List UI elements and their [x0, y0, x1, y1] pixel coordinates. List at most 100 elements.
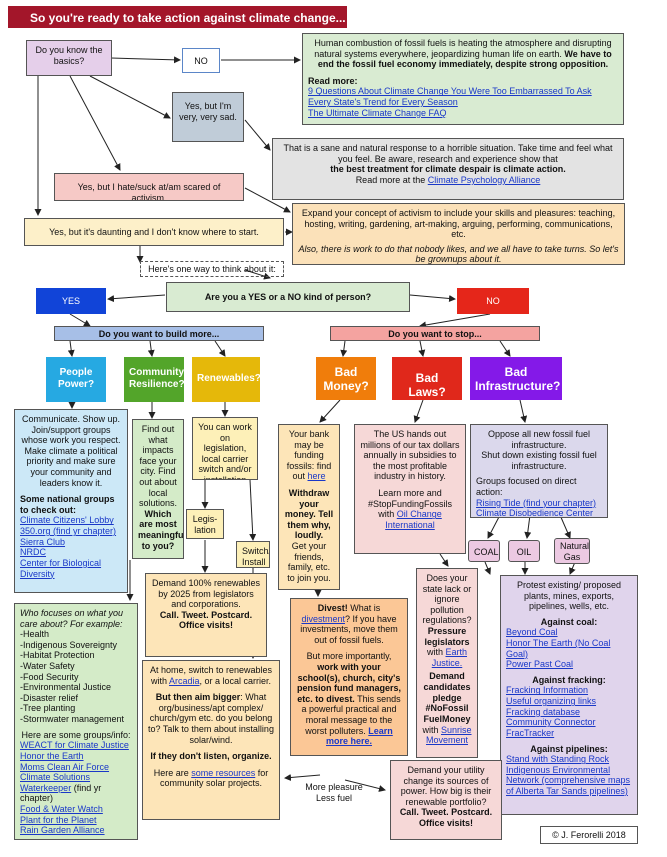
- link-honor-earth-no-coal[interactable]: Honor The Earth (No Coal Goal): [506, 638, 611, 659]
- basics-info-urgent: We have to end the fossil fuel economy i…: [317, 48, 612, 70]
- link-food-water-watch[interactable]: Food & Water Watch: [20, 803, 103, 814]
- divest-text-b: ? If you have investments, move them out…: [300, 613, 398, 645]
- demand-100-text: Demand 100% renewables by 2025 from legi…: [151, 578, 261, 610]
- link-climate-citizens-lobby[interactable]: Climate Citizens' Lobby: [20, 515, 114, 526]
- link-climate-solutions[interactable]: Climate Solutions: [20, 772, 91, 783]
- expand-info-italic: Also, there is work to do that nobody li…: [298, 243, 619, 265]
- at-home-box: At home, switch to renewables with Arcad…: [142, 660, 280, 820]
- find-out-question: Which are most meaningful to you?: [138, 508, 184, 551]
- link-plant-for-planet[interactable]: Plant for the Planet: [20, 814, 97, 825]
- link-standing-rock[interactable]: Stand with Standing Rock: [506, 754, 610, 765]
- edge-basics-to-hate: [69, 75, 121, 171]
- link-nrdc[interactable]: NRDC: [20, 547, 46, 558]
- link-beyond-coal[interactable]: Beyond Coal: [506, 627, 558, 638]
- link-arcadia[interactable]: Arcadia: [168, 675, 200, 686]
- state-lack-pressure: Pressure legislators: [424, 626, 470, 647]
- link-rain-garden[interactable]: Rain Garden Alliance: [20, 825, 105, 836]
- edge-us-to-state: [439, 553, 449, 567]
- protest-box: Protest existing/ proposed plants, mines…: [500, 575, 638, 815]
- demand-utility-box: Demand your utility change its sources o…: [390, 760, 502, 840]
- find-out-box: Find out what impacts face your city. Fi…: [132, 419, 184, 559]
- focus-item: -Tree planting: [20, 703, 76, 714]
- yes-node: YES: [36, 288, 106, 314]
- focus-item: -Water Safety: [20, 661, 75, 672]
- basics-info-text: Human combustion of fossil fuels is heat…: [314, 38, 612, 59]
- link-state-trend[interactable]: Every State's Trend for Every Season: [308, 97, 458, 108]
- your-bank-box: Your bank may be funding fossils: find o…: [278, 424, 340, 590]
- state-lack-text: Does your state lack or ignore pollution…: [422, 573, 472, 626]
- legislation-node: Legis-lation: [186, 509, 224, 539]
- link-fracking-db[interactable]: Fracking database: [506, 706, 581, 717]
- link-organizing[interactable]: Useful organizing links: [506, 696, 597, 707]
- edge-stop-to-infra: [499, 340, 511, 357]
- divest-more-b: work with your school(s), church, city's…: [296, 662, 401, 704]
- link-9-questions[interactable]: 9 Questions About Climate Change You Wer…: [308, 86, 592, 97]
- edge-yesno-to-yes: [107, 294, 166, 303]
- edge-oppose-to-gas: [559, 514, 571, 539]
- divest-more-c: This sends a powerful practical and mora…: [301, 693, 401, 736]
- link-weact[interactable]: WEACT for Climate Justice: [20, 740, 129, 751]
- community-resilience-tile: Community Resilience?: [124, 357, 184, 402]
- can-work-box: You can work on legislation, local carri…: [192, 417, 258, 480]
- at-home-question: : What org/business/apt complex/ church/…: [148, 692, 274, 745]
- focus-item: -Environmental Justice: [20, 682, 112, 693]
- link-climate-psychology[interactable]: Climate Psychology Alliance: [427, 174, 541, 185]
- build-more-bar: Do you want to build more...: [54, 326, 264, 341]
- sane-info-readmore: Read more at the: [355, 174, 426, 185]
- yes-sad-node: Yes, but I'm very, very sad.: [172, 92, 244, 142]
- edge-infra-to-oppose: [519, 399, 528, 423]
- link-divest-learn-more[interactable]: Learn more here.: [325, 725, 393, 747]
- link-oil-change[interactable]: Oil Change International: [385, 509, 442, 530]
- demand-utility-text: Demand your utility change its sources o…: [400, 765, 492, 807]
- at-home-aim-bigger: But then aim bigger: [155, 692, 241, 703]
- against-fracking-label: Against fracking:: [532, 674, 606, 685]
- link-community-connector[interactable]: Community Connector: [506, 717, 596, 728]
- link-divestment[interactable]: divestment: [301, 613, 345, 624]
- link-rising-tide[interactable]: Rising Tide (find your chapter): [476, 497, 597, 508]
- edge-yesno-to-no: [409, 294, 456, 302]
- link-climate-disobedience[interactable]: Climate Disobedience Center: [476, 508, 594, 518]
- stop-bar: Do you want to stop...: [330, 326, 540, 341]
- edge-oppose-to-coal: [487, 514, 501, 539]
- link-350org[interactable]: 350.org (find yr chapter): [20, 526, 117, 537]
- groups-info-label: Here are some groups/info:: [21, 729, 131, 740]
- oppose-existing: Shut down existing fossil fuel infrastru…: [481, 450, 597, 471]
- link-waterkeeper[interactable]: Waterkeeper: [20, 782, 72, 793]
- edge-no-to-stop: [419, 313, 491, 329]
- link-earth-justice[interactable]: Earth Justice.: [431, 647, 468, 668]
- yes-hate-node: Yes, but I hate/suck at/am scared of act…: [54, 173, 244, 201]
- sane-info-text: That is a sane and natural response to a…: [283, 143, 613, 164]
- link-fractracker[interactable]: FracTracker: [506, 727, 555, 738]
- link-center-biological-diversity[interactable]: Center for Biological Diversity: [20, 557, 102, 579]
- edge-yes-to-build: [69, 313, 91, 327]
- people-power-tile: People Power?: [46, 357, 106, 402]
- bad-infrastructure-tile: Bad Infrastructure?: [470, 357, 562, 400]
- expand-info-box: Expand your concept of activism to inclu…: [292, 203, 625, 265]
- demand-utility-actions: Call. Tweet. Postcard. Office visits!: [399, 807, 493, 829]
- link-sunrise-movement[interactable]: Sunrise Movement: [425, 724, 472, 746]
- us-hands-text: The US hands out millions of our tax dol…: [360, 429, 460, 482]
- link-fracking-info[interactable]: Fracking Information: [506, 685, 589, 696]
- link-bank-here[interactable]: here: [307, 471, 326, 482]
- edge-build-to-people: [67, 340, 75, 357]
- link-community-solar-resources[interactable]: some resources: [191, 767, 256, 778]
- link-sierra-club[interactable]: Sierra Club: [20, 536, 66, 547]
- no-basics-node: NO: [182, 48, 220, 73]
- focus-item: -Food Security: [20, 671, 79, 682]
- state-lack-demand: Demand candidates pledge #NoFossil FuelM…: [423, 671, 471, 724]
- edge-hate-to-expand: [244, 187, 291, 213]
- edge-pleasure-to-demand: [344, 779, 386, 792]
- against-coal-label: Against coal:: [540, 616, 598, 627]
- demand-100-actions: Call. Tweet. Postcard. Office visits!: [159, 609, 253, 631]
- link-power-past-coal[interactable]: Power Past Coal: [506, 659, 574, 670]
- link-climate-faq[interactable]: The Ultimate Climate Change FAQ: [308, 107, 447, 118]
- edge-oppose-to-oil: [524, 514, 532, 539]
- link-moms-clean-air[interactable]: Moms Clean Air Force: [20, 761, 110, 772]
- divest-text-a: What is: [350, 603, 381, 613]
- link-honor-the-earth[interactable]: Honor the Earth: [20, 750, 84, 761]
- waterkeeper-note: (find yr chapter): [20, 782, 102, 804]
- less-fuel: Less fuel: [315, 792, 353, 803]
- edge-basics-to-sad: [89, 75, 171, 119]
- at-home-text: At home, switch to renewables with: [149, 665, 273, 686]
- link-ien[interactable]: Indigenous Environmental Network (compre…: [506, 764, 631, 796]
